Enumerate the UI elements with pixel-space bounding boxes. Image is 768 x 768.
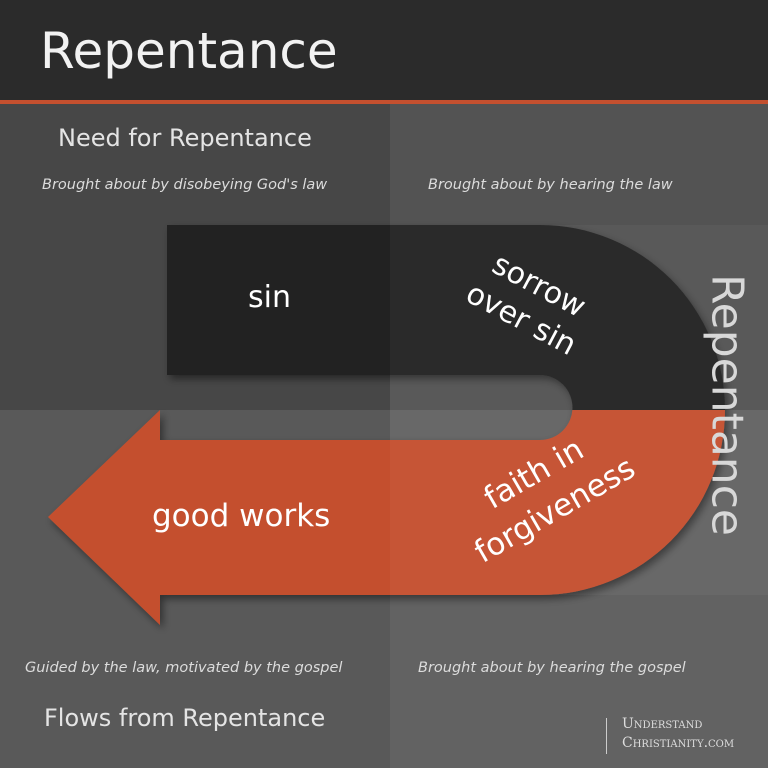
- heading-flows: Flows from Repentance: [44, 704, 326, 732]
- page-title: Repentance: [40, 22, 338, 80]
- quadrant-overlay: [390, 225, 768, 595]
- logo-line2: Christianity.com: [622, 735, 735, 751]
- heading-need: Need for Repentance: [58, 124, 312, 152]
- label-sin: sin: [248, 280, 291, 315]
- arrow-band: [48, 410, 725, 625]
- caption-bottom-right: Brought about by hearing the gospel: [418, 660, 686, 676]
- label-good-works: good works: [152, 498, 331, 534]
- caption-bottom-left: Guided by the law, motivated by the gosp…: [25, 660, 343, 676]
- side-label: Repentance: [701, 274, 753, 536]
- logo-mark: [606, 718, 607, 754]
- caption-top-right: Brought about by hearing the law: [428, 177, 673, 193]
- logo-line1: Understand: [622, 716, 703, 732]
- header: Repentance: [0, 0, 768, 104]
- dark-band: [160, 225, 725, 410]
- caption-top-left: Brought about by disobeying God's law: [42, 177, 328, 193]
